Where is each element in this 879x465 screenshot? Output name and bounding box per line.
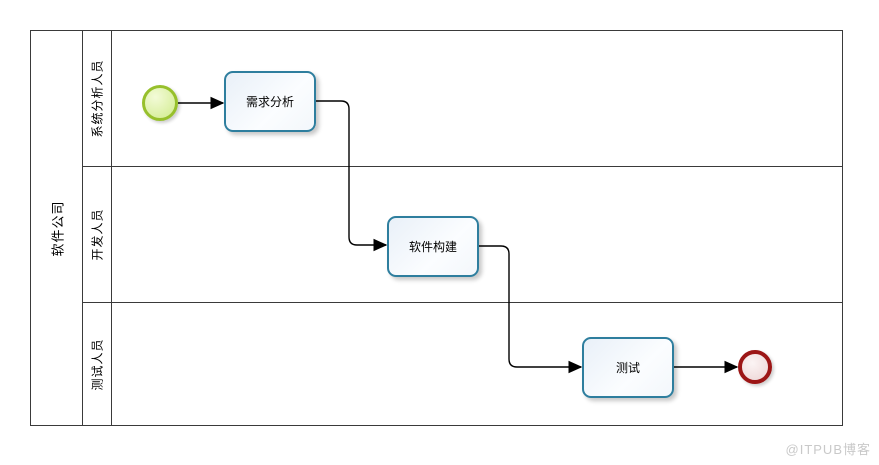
task-testing: 测试 — [582, 337, 674, 398]
watermark: @ITPUB博客 — [785, 442, 871, 457]
task-label: 需求分析 — [245, 95, 294, 109]
lanes-container: 系统分析人员 开发人员 测试人员 — [83, 31, 842, 425]
start-event — [142, 85, 178, 121]
lane-label-cell: 开发人员 — [83, 167, 112, 302]
bpmn-pool: 软件公司 系统分析人员 开发人员 测试人员 — [30, 30, 843, 426]
task-label: 软件构建 — [408, 240, 457, 254]
lane-content — [112, 31, 842, 166]
task-software-construction: 软件构建 — [387, 216, 479, 277]
end-event — [738, 350, 772, 384]
pool-label-cell: 软件公司 — [31, 31, 83, 425]
lane-system-analysts: 系统分析人员 — [83, 31, 842, 166]
lane-label-system-analysts: 系统分析人员 — [90, 59, 105, 138]
lane-label-cell: 系统分析人员 — [83, 31, 112, 166]
task-label: 测试 — [615, 361, 640, 375]
lane-label-testers: 测试人员 — [90, 337, 105, 391]
task-requirements-analysis: 需求分析 — [224, 71, 316, 132]
lane-testers: 测试人员 — [83, 302, 842, 425]
lane-label-developers: 开发人员 — [90, 208, 105, 261]
lane-developers: 开发人员 — [83, 166, 842, 302]
lane-label-cell: 测试人员 — [83, 303, 112, 425]
lane-content — [112, 303, 842, 425]
pool-label: 软件公司 — [50, 199, 66, 257]
